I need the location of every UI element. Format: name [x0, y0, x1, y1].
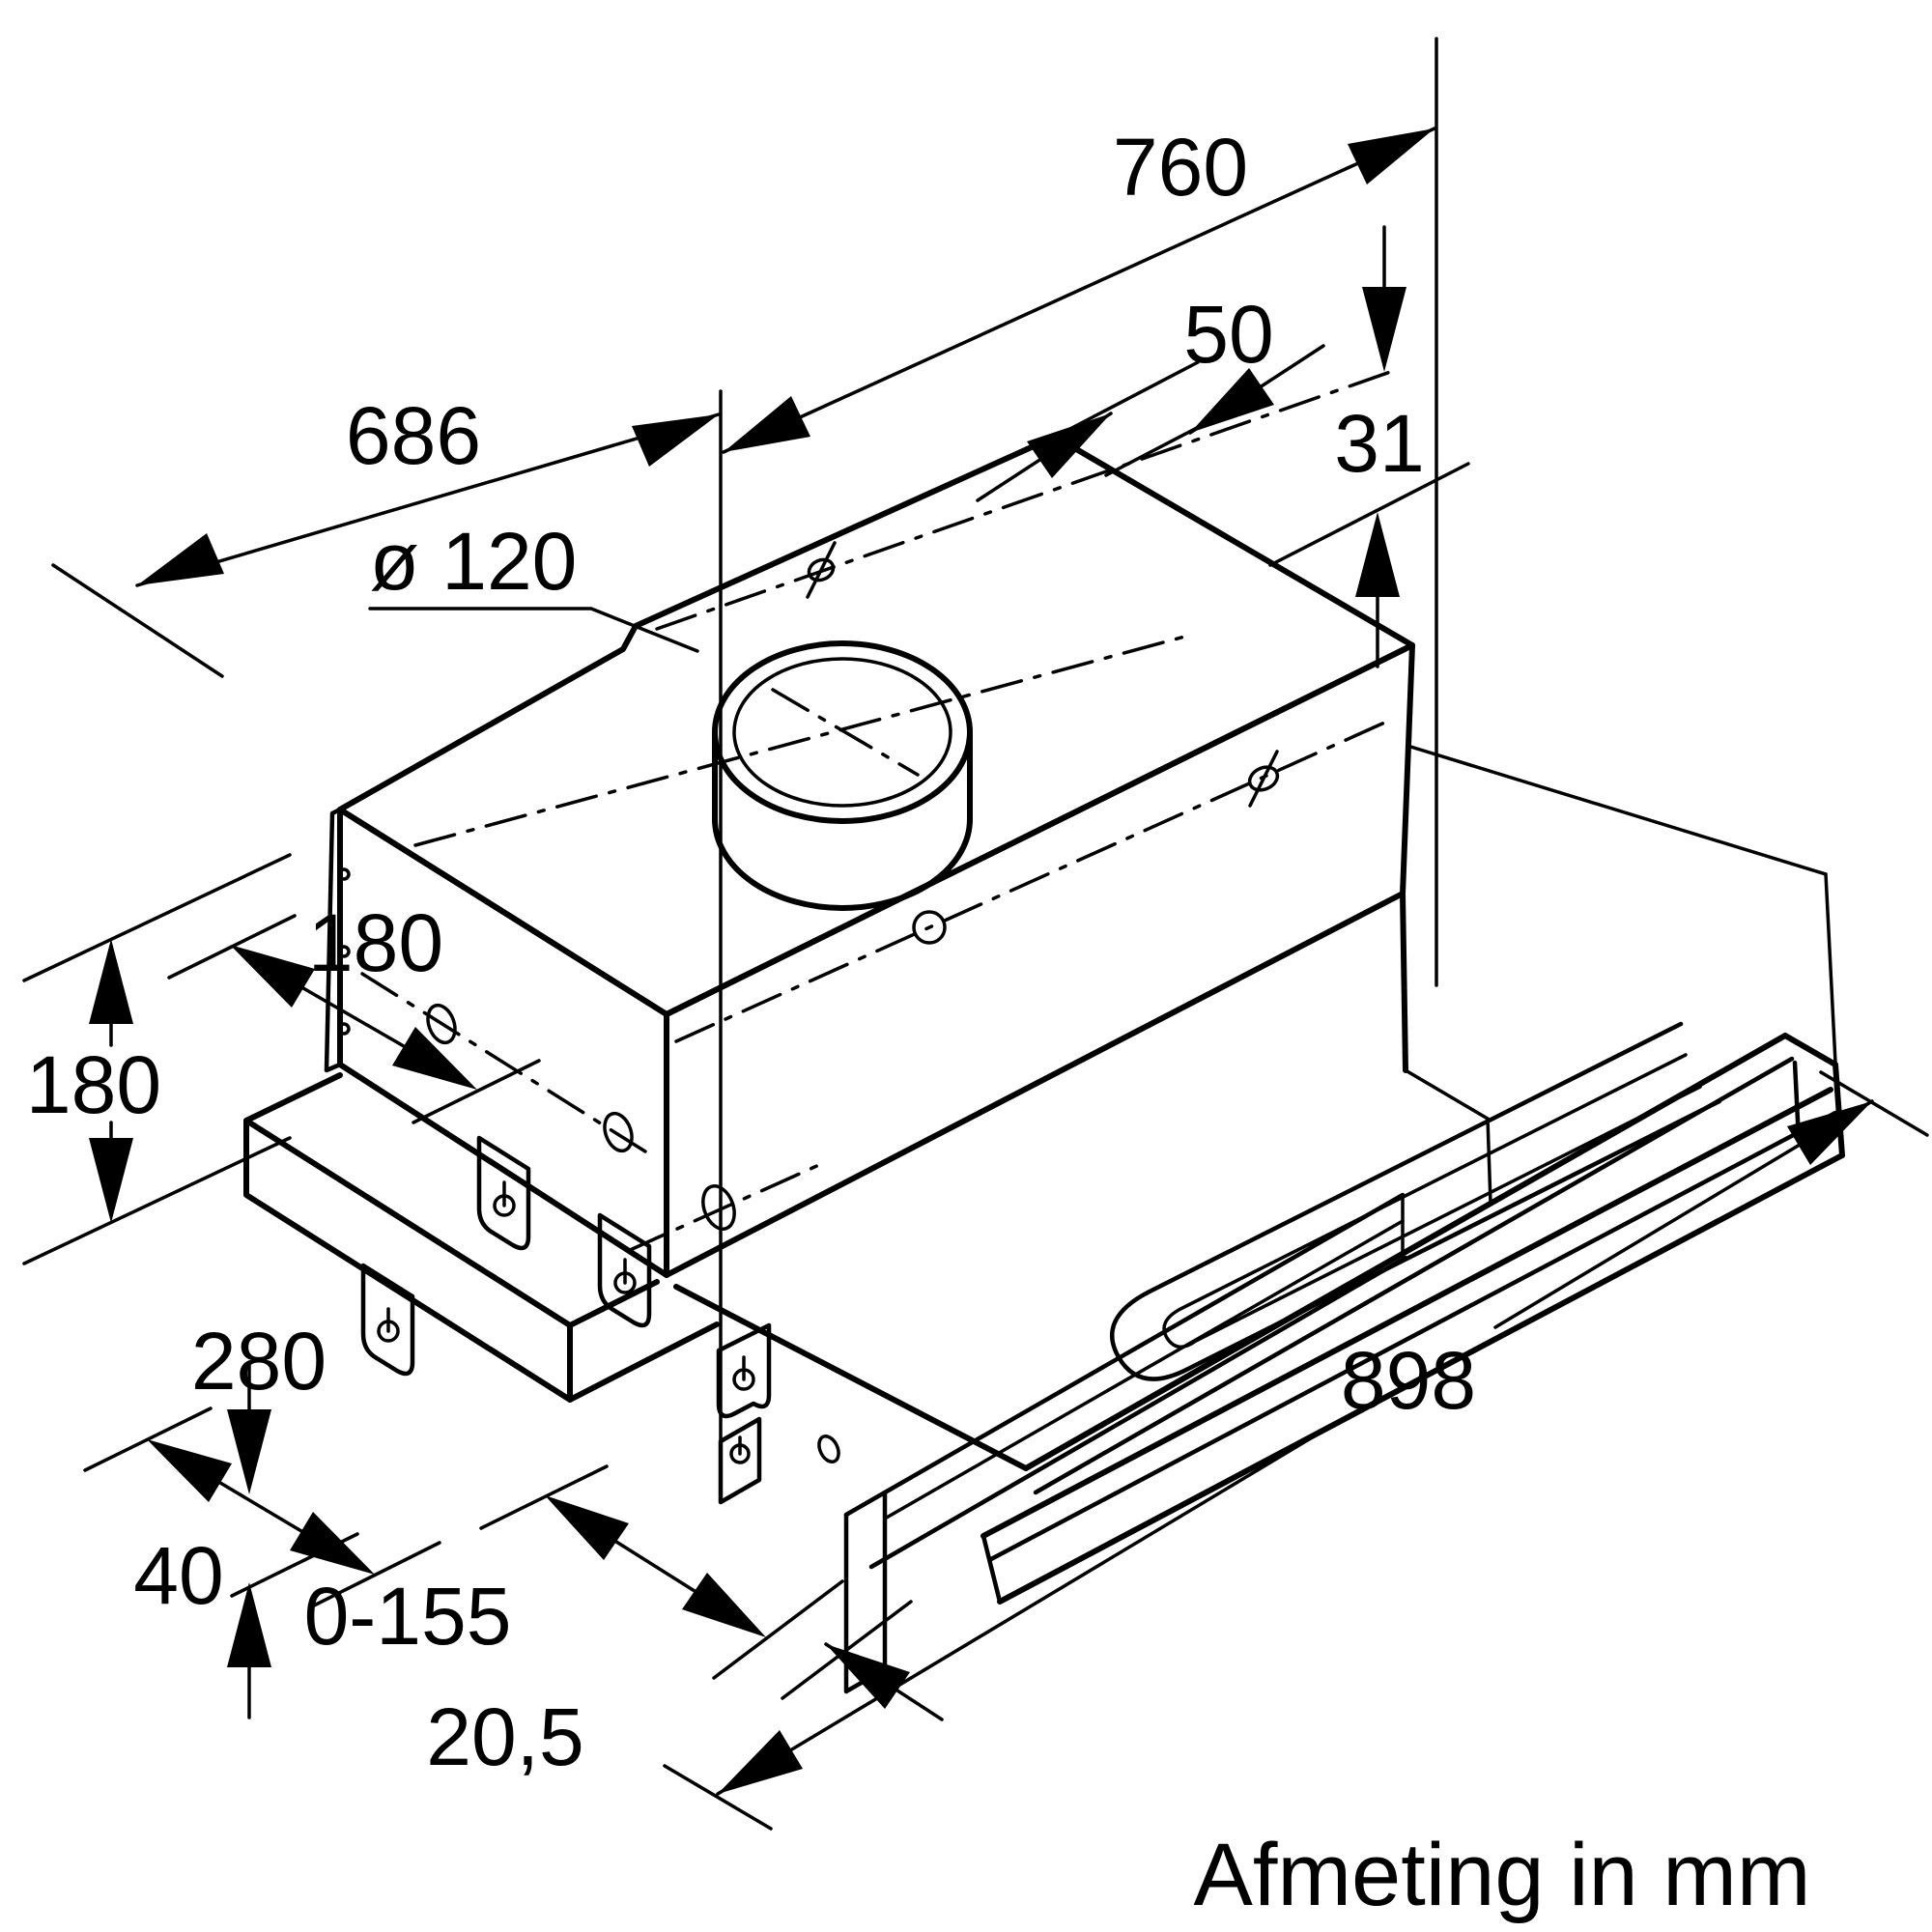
base-slab	[243, 1072, 720, 1403]
dim-height-label: 180	[26, 1039, 161, 1130]
dim-898	[663, 1070, 1929, 1831]
slide-runner	[718, 1192, 1408, 1694]
dim-front-width-label: 898	[1341, 1335, 1476, 1426]
duct-diameter-leader	[368, 607, 699, 653]
dim-20-5	[781, 1600, 944, 1721]
mounting-tabs	[360, 1135, 772, 1419]
dim-180-left	[22, 853, 292, 1265]
drawer	[673, 1021, 1845, 1605]
units-note: Afmeting in mm	[1193, 1826, 1810, 1924]
dim-housing-depth-label: 180	[308, 897, 443, 988]
centre-lines	[360, 368, 1398, 1253]
dim-50	[976, 344, 1325, 502]
dim-visor-height-label: 40	[133, 1530, 223, 1621]
dim-760	[722, 127, 1436, 454]
dim-base-depth-label: 280	[191, 1316, 327, 1406]
dim-31	[1268, 225, 1470, 668]
dim-hole-offset-label: 50	[1183, 289, 1273, 380]
dim-686	[51, 412, 721, 678]
dim-rail-offset-label: 20,5	[426, 1691, 584, 1782]
dim-280	[83, 1406, 441, 1607]
dim-top-width-label: 760	[1113, 122, 1248, 213]
dim-40	[227, 1360, 359, 1719]
dim-180-depth	[167, 914, 541, 1124]
dim-hole-inset-label: 31	[1334, 398, 1424, 489]
dim-duct-diameter-label: ø 120	[370, 516, 578, 607]
duct-collar	[712, 640, 973, 911]
dim-pullout-range-label: 0-155	[304, 1571, 512, 1662]
dim-0-155	[479, 1464, 844, 1680]
dim-left-width-label: 686	[346, 390, 481, 481]
